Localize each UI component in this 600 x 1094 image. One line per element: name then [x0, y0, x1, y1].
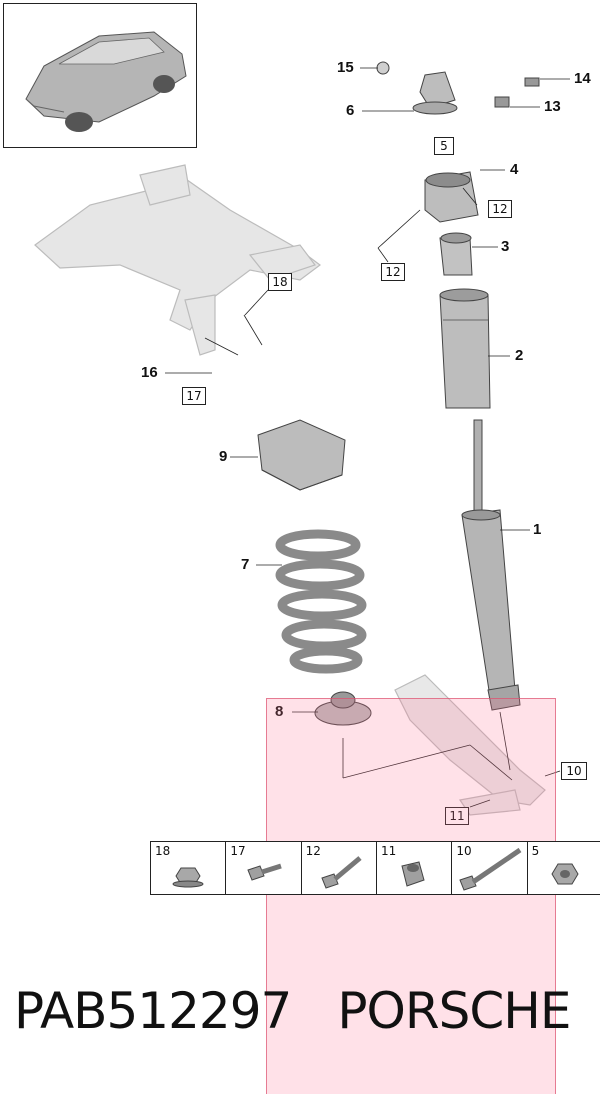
ref-box-18[interactable]: 18 — [268, 273, 292, 291]
leader-lines — [165, 67, 570, 808]
ref-box-17[interactable]: 17 — [182, 387, 206, 405]
subframe-drawing — [34, 164, 321, 356]
ref-box-12[interactable]: 12 — [488, 200, 512, 218]
part-cell-10[interactable]: 10 — [452, 842, 528, 894]
part-number: PAB512297 — [14, 982, 292, 1040]
short-bolt-icon — [247, 863, 283, 881]
part-label: 17 — [230, 844, 246, 858]
dust-boot-drawing — [439, 288, 491, 409]
callout-16[interactable]: 16 — [141, 364, 158, 381]
vehicle-thumbnail — [3, 3, 197, 148]
part-cell-5[interactable]: 5 — [528, 842, 600, 894]
part-label: 12 — [305, 844, 321, 858]
brand-name: PORSCHE — [337, 982, 571, 1040]
bolt-icon — [320, 856, 362, 889]
callout-8[interactable]: 8 — [275, 703, 284, 720]
flange-nut-icon — [172, 867, 204, 888]
nut-icon — [551, 863, 579, 885]
part-cell-12[interactable]: 12 — [302, 842, 377, 894]
part-label: 10 — [456, 844, 472, 858]
hardware-parts-strip: 18 17 12 11 10 5 — [150, 841, 600, 895]
callout-2[interactable]: 2 — [515, 347, 524, 364]
part-cell-17[interactable]: 17 — [226, 842, 302, 894]
callout-1[interactable]: 1 — [533, 521, 542, 538]
car-icon — [25, 31, 187, 132]
part-label: 5 — [531, 844, 540, 858]
callout-7[interactable]: 7 — [241, 556, 250, 573]
coil-spring-drawing — [275, 529, 367, 674]
spring-pad-drawing — [257, 419, 346, 491]
selection-highlight — [266, 698, 556, 1094]
ref-box-11[interactable]: 11 — [445, 807, 469, 825]
ref-box-12[interactable]: 12 — [381, 263, 405, 281]
shock-absorber-drawing — [461, 419, 521, 711]
long-bolt-icon — [459, 847, 522, 891]
bump-stop-drawing — [439, 232, 473, 276]
callout-13[interactable]: 13 — [544, 98, 561, 115]
part-cell-18[interactable]: 18 — [151, 842, 227, 894]
part-label: 18 — [155, 844, 171, 858]
callout-15[interactable]: 15 — [337, 59, 354, 76]
ref-box-10[interactable]: 10 — [561, 762, 587, 780]
lower-spring-seat-drawing — [314, 691, 372, 726]
spring-seat-upper-drawing — [424, 171, 479, 223]
callout-3[interactable]: 3 — [501, 238, 510, 255]
top-mount-drawing — [376, 61, 540, 115]
part-label: 11 — [380, 844, 397, 858]
footer-caption: PAB512297 PORSCHE — [14, 982, 571, 1040]
callout-4[interactable]: 4 — [510, 161, 519, 178]
callout-14[interactable]: 14 — [574, 70, 591, 87]
bushing-nut-icon — [401, 861, 425, 887]
callout-6[interactable]: 6 — [346, 102, 355, 119]
callout-9[interactable]: 9 — [219, 448, 228, 465]
part-cell-11[interactable]: 11 — [377, 842, 453, 894]
ref-box-5[interactable]: 5 — [434, 137, 454, 155]
